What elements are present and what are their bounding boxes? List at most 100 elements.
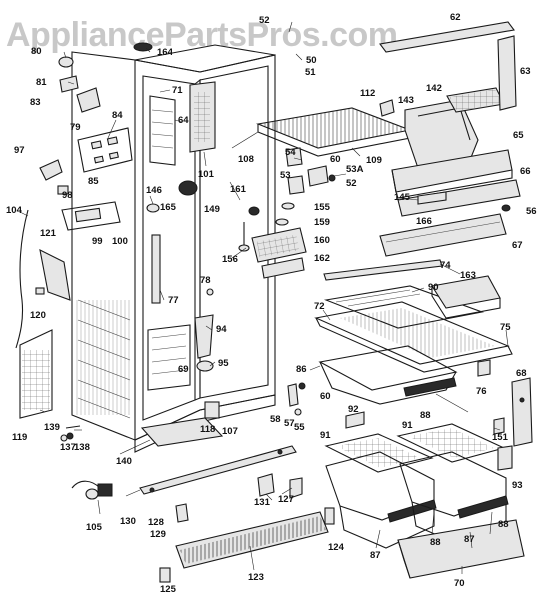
door-shelves-upper — [379, 21, 521, 257]
label-81: 81 — [36, 77, 47, 88]
label-83: 83 — [30, 97, 41, 108]
label-69: 69 — [178, 364, 189, 375]
label-118: 118 — [200, 424, 215, 435]
label-78: 78 — [200, 275, 211, 286]
label-62: 62 — [450, 12, 461, 23]
label-74: 74 — [440, 260, 451, 271]
label-64: 64 — [178, 115, 189, 126]
meat-keeper — [318, 345, 458, 405]
label-90: 90 — [428, 282, 439, 293]
label-60-lower: 60 — [320, 391, 331, 402]
top-hinge-group — [58, 42, 153, 113]
label-161: 161 — [230, 184, 247, 195]
label-67: 67 — [512, 240, 523, 251]
label-124: 124 — [328, 542, 345, 553]
control-bracket — [285, 147, 336, 195]
label-140: 140 — [116, 456, 132, 467]
label-71: 71 — [172, 85, 183, 96]
label-68: 68 — [516, 368, 527, 379]
label-143: 143 — [398, 95, 414, 106]
label-94: 94 — [216, 324, 227, 335]
label-121: 121 — [40, 228, 57, 239]
label-91-left: 91 — [320, 430, 331, 441]
label-131: 131 — [254, 497, 271, 508]
label-58: 58 — [270, 414, 281, 425]
label-80: 80 — [31, 46, 42, 57]
label-70: 70 — [454, 578, 465, 589]
label-79: 79 — [70, 122, 81, 133]
cabinet — [71, 44, 276, 453]
watermark-text: AppliancePartsPros.com — [6, 16, 397, 54]
label-93: 93 — [512, 480, 523, 491]
label-88-upper: 88 — [420, 410, 431, 421]
label-60-top: 60 — [330, 154, 341, 165]
label-100: 100 — [112, 236, 128, 247]
label-57: 57 — [284, 418, 295, 429]
door-bracket-68 — [511, 377, 533, 447]
label-50: 50 — [306, 55, 317, 66]
label-95: 95 — [218, 358, 229, 369]
label-129: 129 — [150, 529, 166, 540]
label-137: 137 — [60, 442, 76, 453]
label-156: 156 — [222, 254, 238, 265]
label-119: 119 — [12, 432, 27, 443]
label-112: 112 — [360, 88, 375, 99]
label-75: 75 — [500, 322, 511, 333]
label-53: 53 — [280, 170, 291, 181]
label-138: 138 — [74, 442, 90, 453]
label-77: 77 — [168, 295, 179, 306]
label-104: 104 — [6, 205, 23, 216]
label-145: 145 — [394, 192, 411, 203]
label-63: 63 — [520, 66, 531, 77]
lower-hardware — [60, 425, 335, 583]
crisper-left — [324, 433, 437, 549]
label-139: 139 — [44, 422, 60, 433]
label-52-mid: 52 — [346, 178, 357, 189]
label-160: 160 — [314, 235, 330, 246]
label-52-top: 52 — [259, 15, 270, 26]
tubing-group — [15, 209, 71, 419]
label-88-right: 88 — [498, 519, 509, 530]
label-87-left: 87 — [370, 550, 381, 561]
label-142: 142 — [426, 83, 442, 94]
label-162: 162 — [314, 253, 330, 264]
label-101: 101 — [198, 169, 215, 180]
misc-small-parts — [287, 191, 513, 471]
label-85: 85 — [88, 176, 99, 187]
label-54: 54 — [285, 147, 296, 158]
label-92: 92 — [348, 404, 359, 415]
label-55: 55 — [294, 422, 305, 433]
label-108: 108 — [238, 154, 254, 165]
label-120: 120 — [30, 310, 46, 321]
ice-bin-group — [379, 87, 505, 169]
leader-lines — [19, 21, 509, 574]
label-66: 66 — [520, 166, 531, 177]
label-125: 125 — [160, 584, 177, 595]
label-109: 109 — [366, 155, 382, 166]
label-56: 56 — [526, 206, 537, 217]
label-163: 163 — [460, 270, 476, 281]
label-155: 155 — [314, 202, 331, 213]
butter-bin — [431, 275, 501, 319]
control-group — [39, 127, 133, 231]
center-controls — [146, 180, 214, 372]
label-127: 127 — [278, 494, 294, 505]
bottom-door-shelf — [397, 519, 525, 579]
label-105: 105 — [86, 522, 103, 533]
label-51: 51 — [305, 67, 316, 78]
label-130: 130 — [120, 516, 136, 527]
label-107: 107 — [222, 426, 238, 437]
label-128: 128 — [148, 517, 164, 528]
label-88-mid: 88 — [430, 537, 441, 548]
freezer-shelf — [255, 107, 412, 157]
label-86: 86 — [296, 364, 307, 375]
label-166: 166 — [416, 216, 432, 227]
label-164: 164 — [157, 47, 174, 58]
label-146: 146 — [146, 185, 162, 196]
label-65: 65 — [513, 130, 524, 141]
fresh-food-shelves — [314, 259, 513, 373]
label-72: 72 — [314, 301, 325, 312]
label-149: 149 — [204, 204, 220, 215]
label-87-right: 87 — [464, 534, 475, 545]
